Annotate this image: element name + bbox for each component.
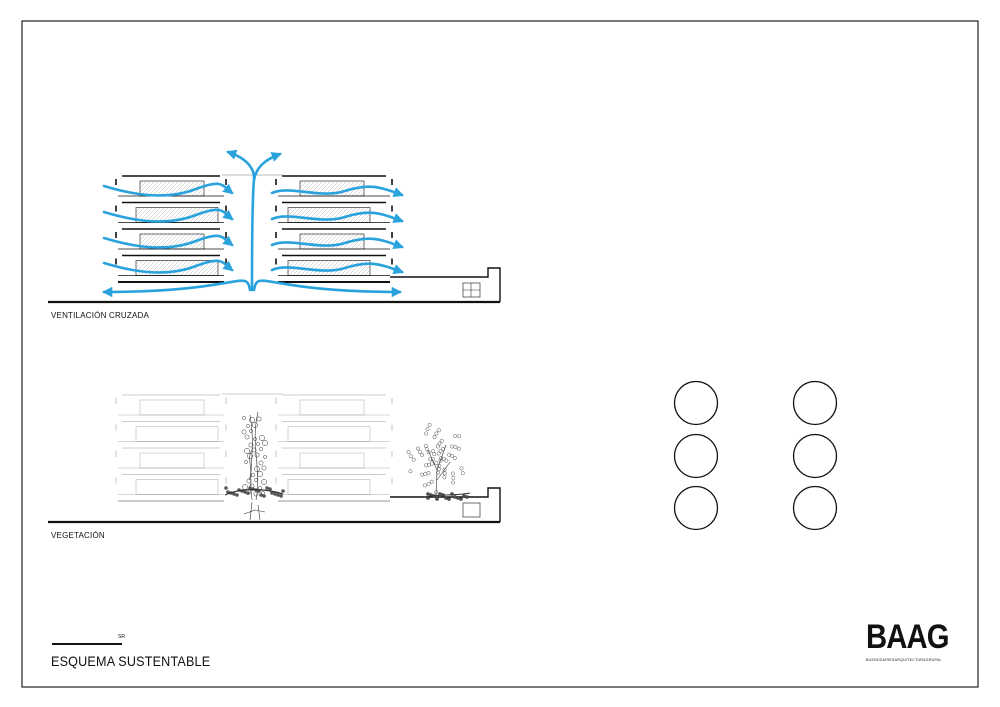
airflow-arrow-icon	[226, 149, 256, 292]
ventilation-section-label: VENTILACIÓN CRUZADA	[51, 311, 150, 320]
left-building-block-faded	[115, 394, 227, 502]
empty-circle-symbol	[792, 433, 838, 479]
empty-circle-symbol	[673, 433, 719, 479]
terrain-step	[390, 267, 501, 302]
airflow-arrow-icon	[102, 182, 234, 197]
airflow-arrow-icon	[102, 234, 234, 249]
airflow-arrow-icon	[101, 279, 252, 298]
empty-circle-symbol	[673, 380, 719, 426]
airflow-arrow-icon	[270, 237, 404, 250]
logo-wordmark: BAAG	[866, 618, 950, 656]
bench-block	[462, 502, 481, 518]
climbing-plant-icon	[224, 411, 285, 521]
airflow-arrow-icon	[102, 259, 234, 274]
airflow-arrow-icon	[102, 208, 234, 223]
airflow-arrow-icon	[270, 262, 404, 275]
logo-subtitle: BUENOSAIRESARQUITECTURAGRUPAL	[866, 658, 942, 662]
ventilation-section-drawing	[48, 174, 501, 304]
glazing-panel	[139, 399, 205, 416]
page-title: ESQUEMA SUSTENTABLE	[51, 653, 211, 669]
glazing-panel	[139, 452, 205, 469]
tree-icon	[406, 422, 471, 501]
symbol-circle-grid	[673, 380, 838, 531]
glazing-panel	[299, 399, 365, 416]
empty-circle-symbol	[792, 380, 838, 426]
title-tag: SR	[118, 634, 125, 640]
sheet-border	[21, 20, 979, 688]
airflow-arrow-icon	[252, 152, 282, 182]
vegetation-section-label: VEGETACIÓN	[51, 531, 105, 540]
title-underline	[52, 643, 122, 645]
glazing-panel	[287, 479, 371, 495]
glazing-panel	[299, 452, 365, 469]
airflow-arrow-icon	[270, 211, 404, 224]
airflow-arrows	[101, 149, 404, 298]
empty-circle-symbol	[673, 485, 719, 531]
brand-logo: BAAG BUENOSAIRESARQUITECTURAGRUPAL	[866, 620, 950, 664]
glazing-panel	[135, 479, 219, 495]
right-building-block-faded	[275, 394, 393, 502]
airflow-arrow-icon	[270, 185, 404, 198]
glazing-panel	[135, 426, 219, 442]
terrain-step	[390, 487, 501, 522]
empty-circle-symbol	[792, 485, 838, 531]
airflow-arrow-icon	[252, 279, 403, 298]
left-building-block	[115, 175, 227, 283]
glazing-panel	[287, 426, 371, 442]
